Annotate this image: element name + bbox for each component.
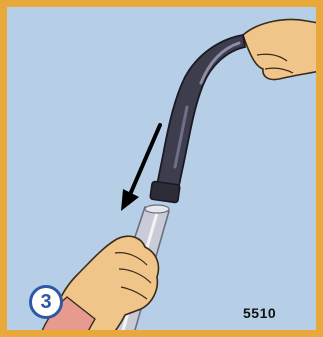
upper-hand bbox=[243, 20, 323, 80]
lower-hand bbox=[37, 236, 159, 337]
step-number-badge: 3 bbox=[29, 285, 63, 319]
model-code-label: 5510 bbox=[243, 305, 276, 321]
step-number-label: 3 bbox=[40, 291, 51, 314]
hose-handle bbox=[150, 35, 245, 203]
